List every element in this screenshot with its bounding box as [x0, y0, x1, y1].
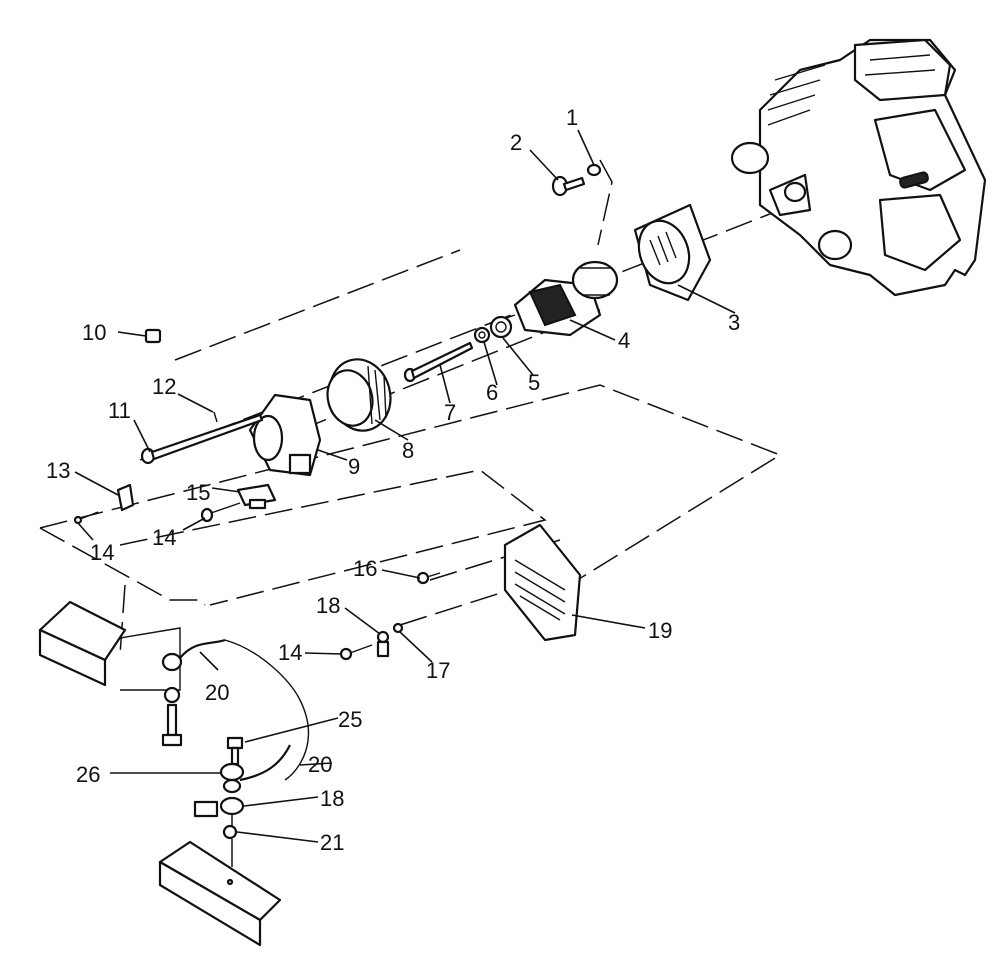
part-18-terminal-lower [193, 796, 245, 818]
callout-20-upper: 20 [205, 680, 229, 705]
callout-17: 17 [426, 658, 450, 683]
callout-6: 6 [486, 380, 498, 405]
part-6-washer [473, 326, 491, 344]
part-10-clip [144, 328, 162, 344]
part-12-pin [213, 411, 218, 423]
callout-1: 1 [566, 105, 578, 130]
callout-8: 8 [402, 438, 414, 463]
part-1-washer [586, 163, 602, 177]
part-18-terminal-upper [376, 630, 390, 658]
part-14-screw-upper [73, 511, 99, 525]
part-4-rotor [499, 260, 619, 337]
callout-18-upper: 18 [316, 593, 340, 618]
callout-3: 3 [728, 310, 740, 335]
part-14-screw-middle [200, 502, 241, 523]
callout-21: 21 [320, 830, 344, 855]
part-20-ground-strap-lower [222, 744, 291, 794]
part-19-grille [503, 523, 582, 642]
callout-12: 12 [152, 374, 176, 399]
part-11-long-bolt [140, 413, 264, 465]
part-3-stator-housing [633, 203, 712, 302]
callout-16: 16 [353, 556, 377, 581]
callout-9: 9 [348, 454, 360, 479]
mounting-bracket-lower [158, 840, 282, 947]
callout-14-upper: 14 [90, 540, 114, 565]
part-7-through-bolt [403, 341, 474, 383]
nut-and-stud [161, 686, 183, 747]
part-15-brush-holder [236, 483, 277, 510]
part-9-end-bell [248, 393, 322, 477]
callout-15: 15 [186, 480, 210, 505]
callout-5: 5 [528, 370, 540, 395]
callout-14-lower: 14 [278, 640, 302, 665]
callout-13: 13 [46, 458, 70, 483]
callout-4: 4 [618, 328, 630, 353]
callout-10: 10 [82, 320, 106, 345]
callout-18-lower: 18 [320, 786, 344, 811]
part-26-washer [219, 762, 245, 782]
callout-11: 11 [108, 398, 131, 423]
callout-labels: 1 2 3 4 5 6 7 8 9 10 11 12 13 14 14 14 1… [46, 105, 740, 855]
callout-19: 19 [648, 618, 672, 643]
leader-lines [74, 129, 736, 843]
callout-20-lower: 20 [308, 752, 332, 777]
part-2-bolt [551, 175, 586, 197]
engine-assembly [730, 38, 987, 297]
callout-26: 26 [76, 762, 100, 787]
part-8-stator [326, 358, 392, 432]
part-25-bolt [226, 736, 244, 766]
part-20-ground-strap-upper [161, 638, 310, 781]
callout-14-middle: 14 [152, 525, 176, 550]
mounting-bracket-upper [38, 600, 181, 691]
callout-25: 25 [338, 707, 362, 732]
callout-7: 7 [444, 400, 456, 425]
part-17-washer [392, 622, 404, 634]
part-21-washer [222, 824, 238, 840]
part-13-bracket [116, 483, 135, 512]
callout-2: 2 [510, 130, 522, 155]
part-14-screw-lower [339, 644, 373, 661]
part-5-bearing [489, 315, 513, 339]
